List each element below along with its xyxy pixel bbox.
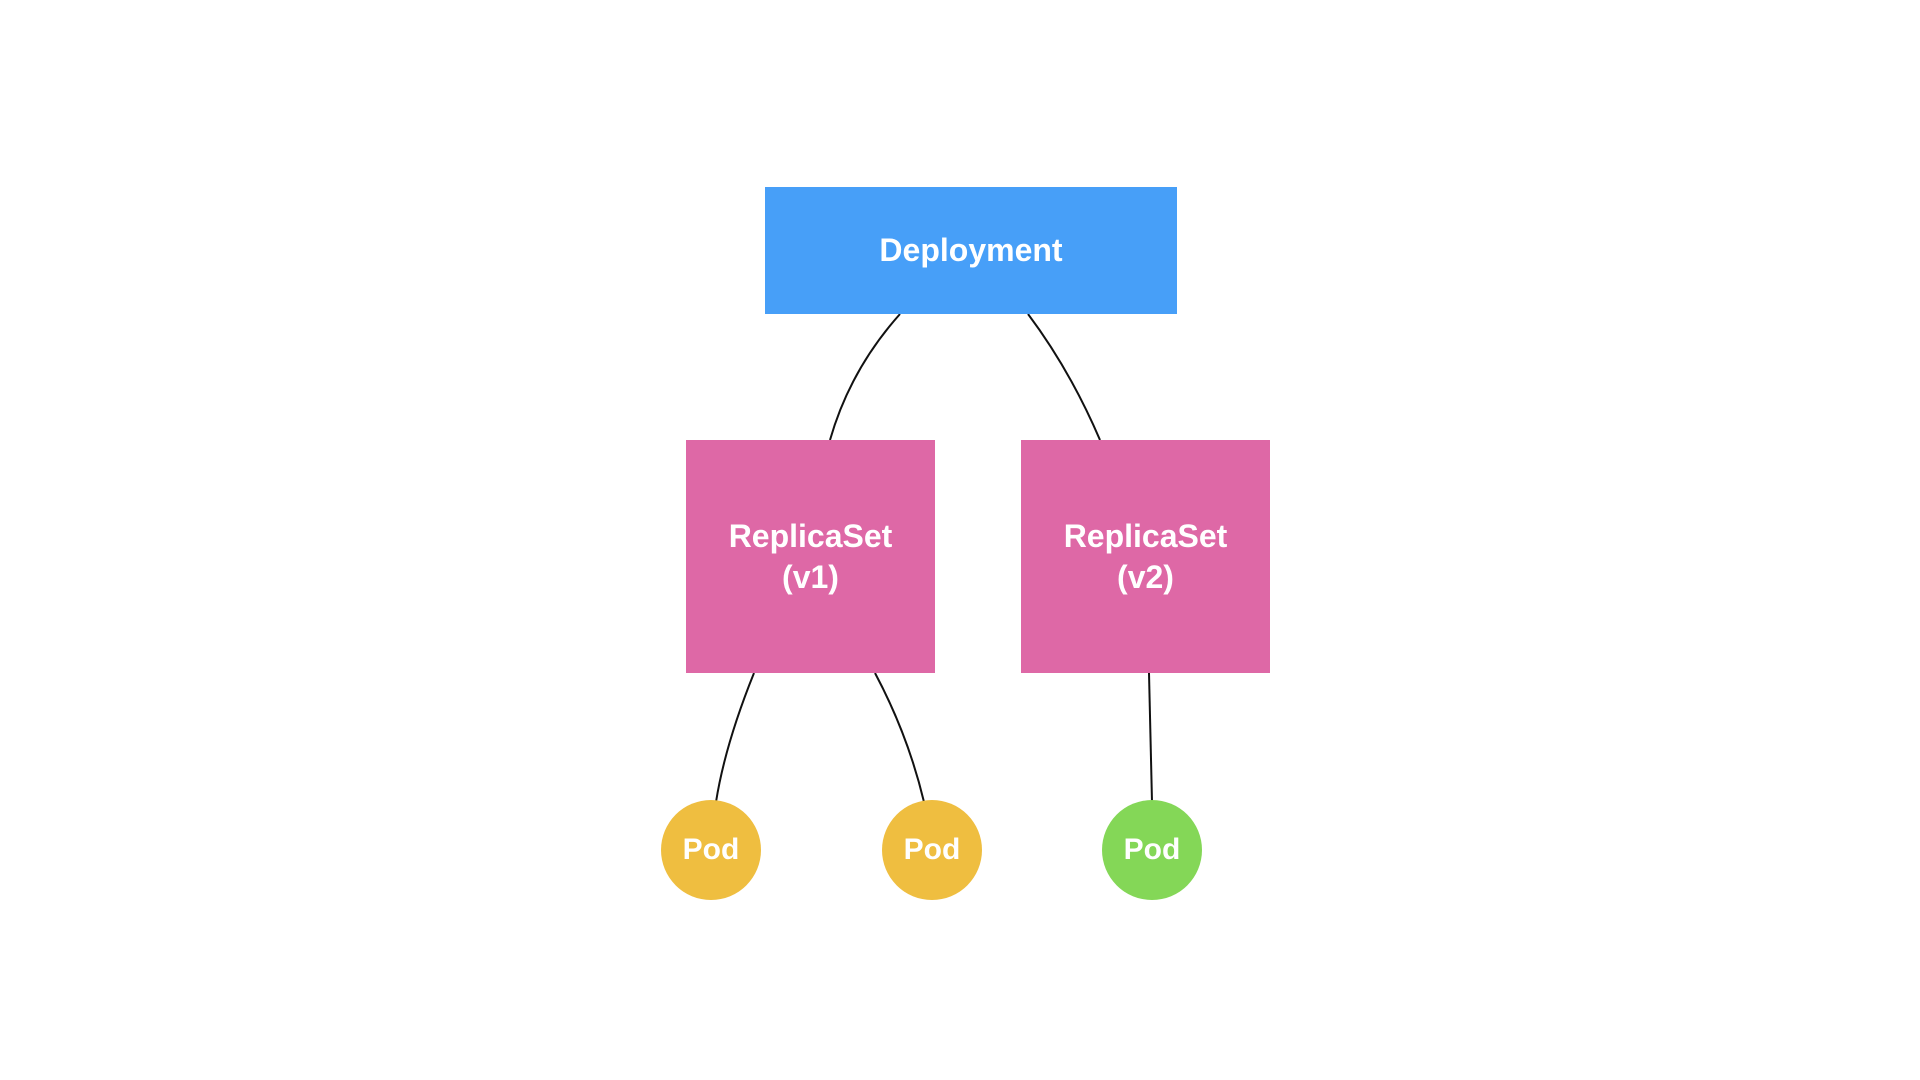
connector-deployment-to-replicaset-v1 [829,313,901,441]
replicaset-v2-name: ReplicaSet [1063,517,1228,554]
pod-node-1: Pod [661,800,761,900]
pod-node-3: Pod [1102,800,1202,900]
replicaset-v2-node: ReplicaSet (v2) [1021,440,1270,673]
connector-replicaset-v2-to-pod-3 [1148,672,1153,803]
deployment-node: Deployment [765,187,1177,314]
replicaset-v1-node: ReplicaSet (v1) [686,440,935,673]
pod-1-label: Pod [682,833,740,866]
connector-replicaset-v1-to-pod-2 [874,672,925,803]
replicaset-v1-version: (v1) [782,558,839,595]
replicaset-v2-version: (v2) [1117,558,1174,595]
connector-replicaset-v1-to-pod-1 [715,672,755,803]
deployment-label: Deployment [879,232,1063,268]
replicaset-v1-name: ReplicaSet [728,517,893,554]
pod-2-label: Pod [903,833,961,866]
pod-node-2: Pod [882,800,982,900]
pod-3-label: Pod [1123,833,1181,866]
connector-deployment-to-replicaset-v2 [1027,313,1101,441]
